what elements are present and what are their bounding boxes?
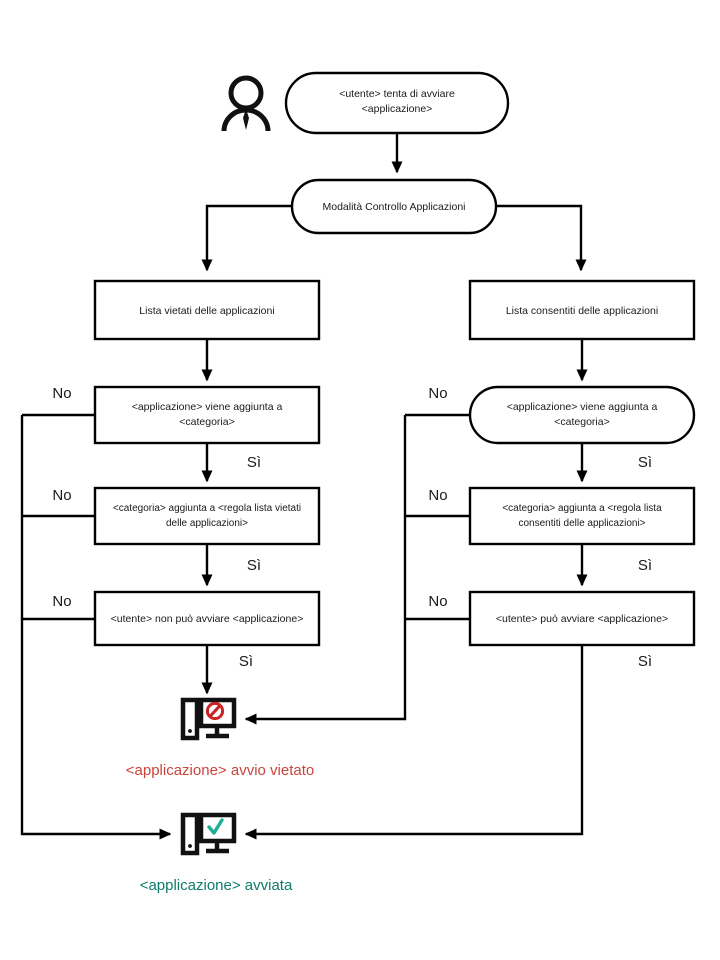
edge-left-rail-to-started xyxy=(20,415,172,840)
edge-allowed-can-to-started xyxy=(244,645,584,840)
denied-added-category-line2: <categoria> xyxy=(179,416,234,428)
computer-blocked-icon xyxy=(180,697,237,741)
allowed-category-rule-line1: <categoria> aggiunta a <regola lista xyxy=(502,503,662,514)
left-no-label-2: No xyxy=(52,487,71,504)
allowed-user-can-label: <utente> può avviare <applicazione> xyxy=(496,613,668,625)
allowed-user-can-node xyxy=(468,590,696,647)
edge-mode-to-allowed-list xyxy=(496,204,587,272)
denied-category-rule-node xyxy=(93,486,321,546)
allowed-added-category-line2: <categoria> xyxy=(554,416,609,428)
left-no-label-1: No xyxy=(52,385,71,402)
left-no-label-3: No xyxy=(52,593,71,610)
denied-category-rule-line2: delle applicazioni> xyxy=(166,518,248,529)
allowed-category-rule-node xyxy=(468,486,696,546)
right-yes-label-1: Sì xyxy=(638,454,652,471)
left-yes-label-2: Sì xyxy=(247,557,261,574)
user-icon xyxy=(221,75,271,132)
start-node-line1: <utente> tenta di avviare xyxy=(339,88,455,100)
allowed-category-rule-line2: consentiti delle applicazioni> xyxy=(518,518,645,529)
left-yes-label-3: Sì xyxy=(239,653,253,670)
allowed-list-label: Lista consentiti delle applicazioni xyxy=(506,305,658,317)
started-caption: <applicazione> avviata xyxy=(140,877,293,894)
denied-added-category-node xyxy=(93,385,321,445)
blocked-caption: <applicazione> avvio vietato xyxy=(126,762,314,779)
right-no-label-3: No xyxy=(428,593,447,610)
allowed-list-node xyxy=(468,279,696,341)
computer-allowed-icon xyxy=(180,812,237,856)
denied-user-cannot-label: <utente> non può avviare <applicazione> xyxy=(111,613,304,625)
right-no-label-2: No xyxy=(428,487,447,504)
left-yes-label-1: Sì xyxy=(247,454,261,471)
allowed-added-category-line1: <applicazione> viene aggiunta a xyxy=(507,401,658,413)
start-node-line2: <applicazione> xyxy=(362,103,433,115)
edge-right-rail-to-blocked xyxy=(244,415,407,725)
right-yes-label-3: Sì xyxy=(638,653,652,670)
denied-added-category-line1: <applicazione> viene aggiunta a xyxy=(132,401,283,413)
denied-list-label: Lista vietati delle applicazioni xyxy=(139,305,274,317)
mode-node-label: Modalità Controllo Applicazioni xyxy=(323,201,466,213)
right-no-label-1: No xyxy=(428,385,447,402)
allowed-added-category-node xyxy=(468,385,696,445)
right-yes-label-2: Sì xyxy=(638,557,652,574)
denied-category-rule-line1: <categoria> aggiunta a <regola lista vie… xyxy=(113,503,301,514)
edge-mode-to-denied-list xyxy=(201,204,292,272)
